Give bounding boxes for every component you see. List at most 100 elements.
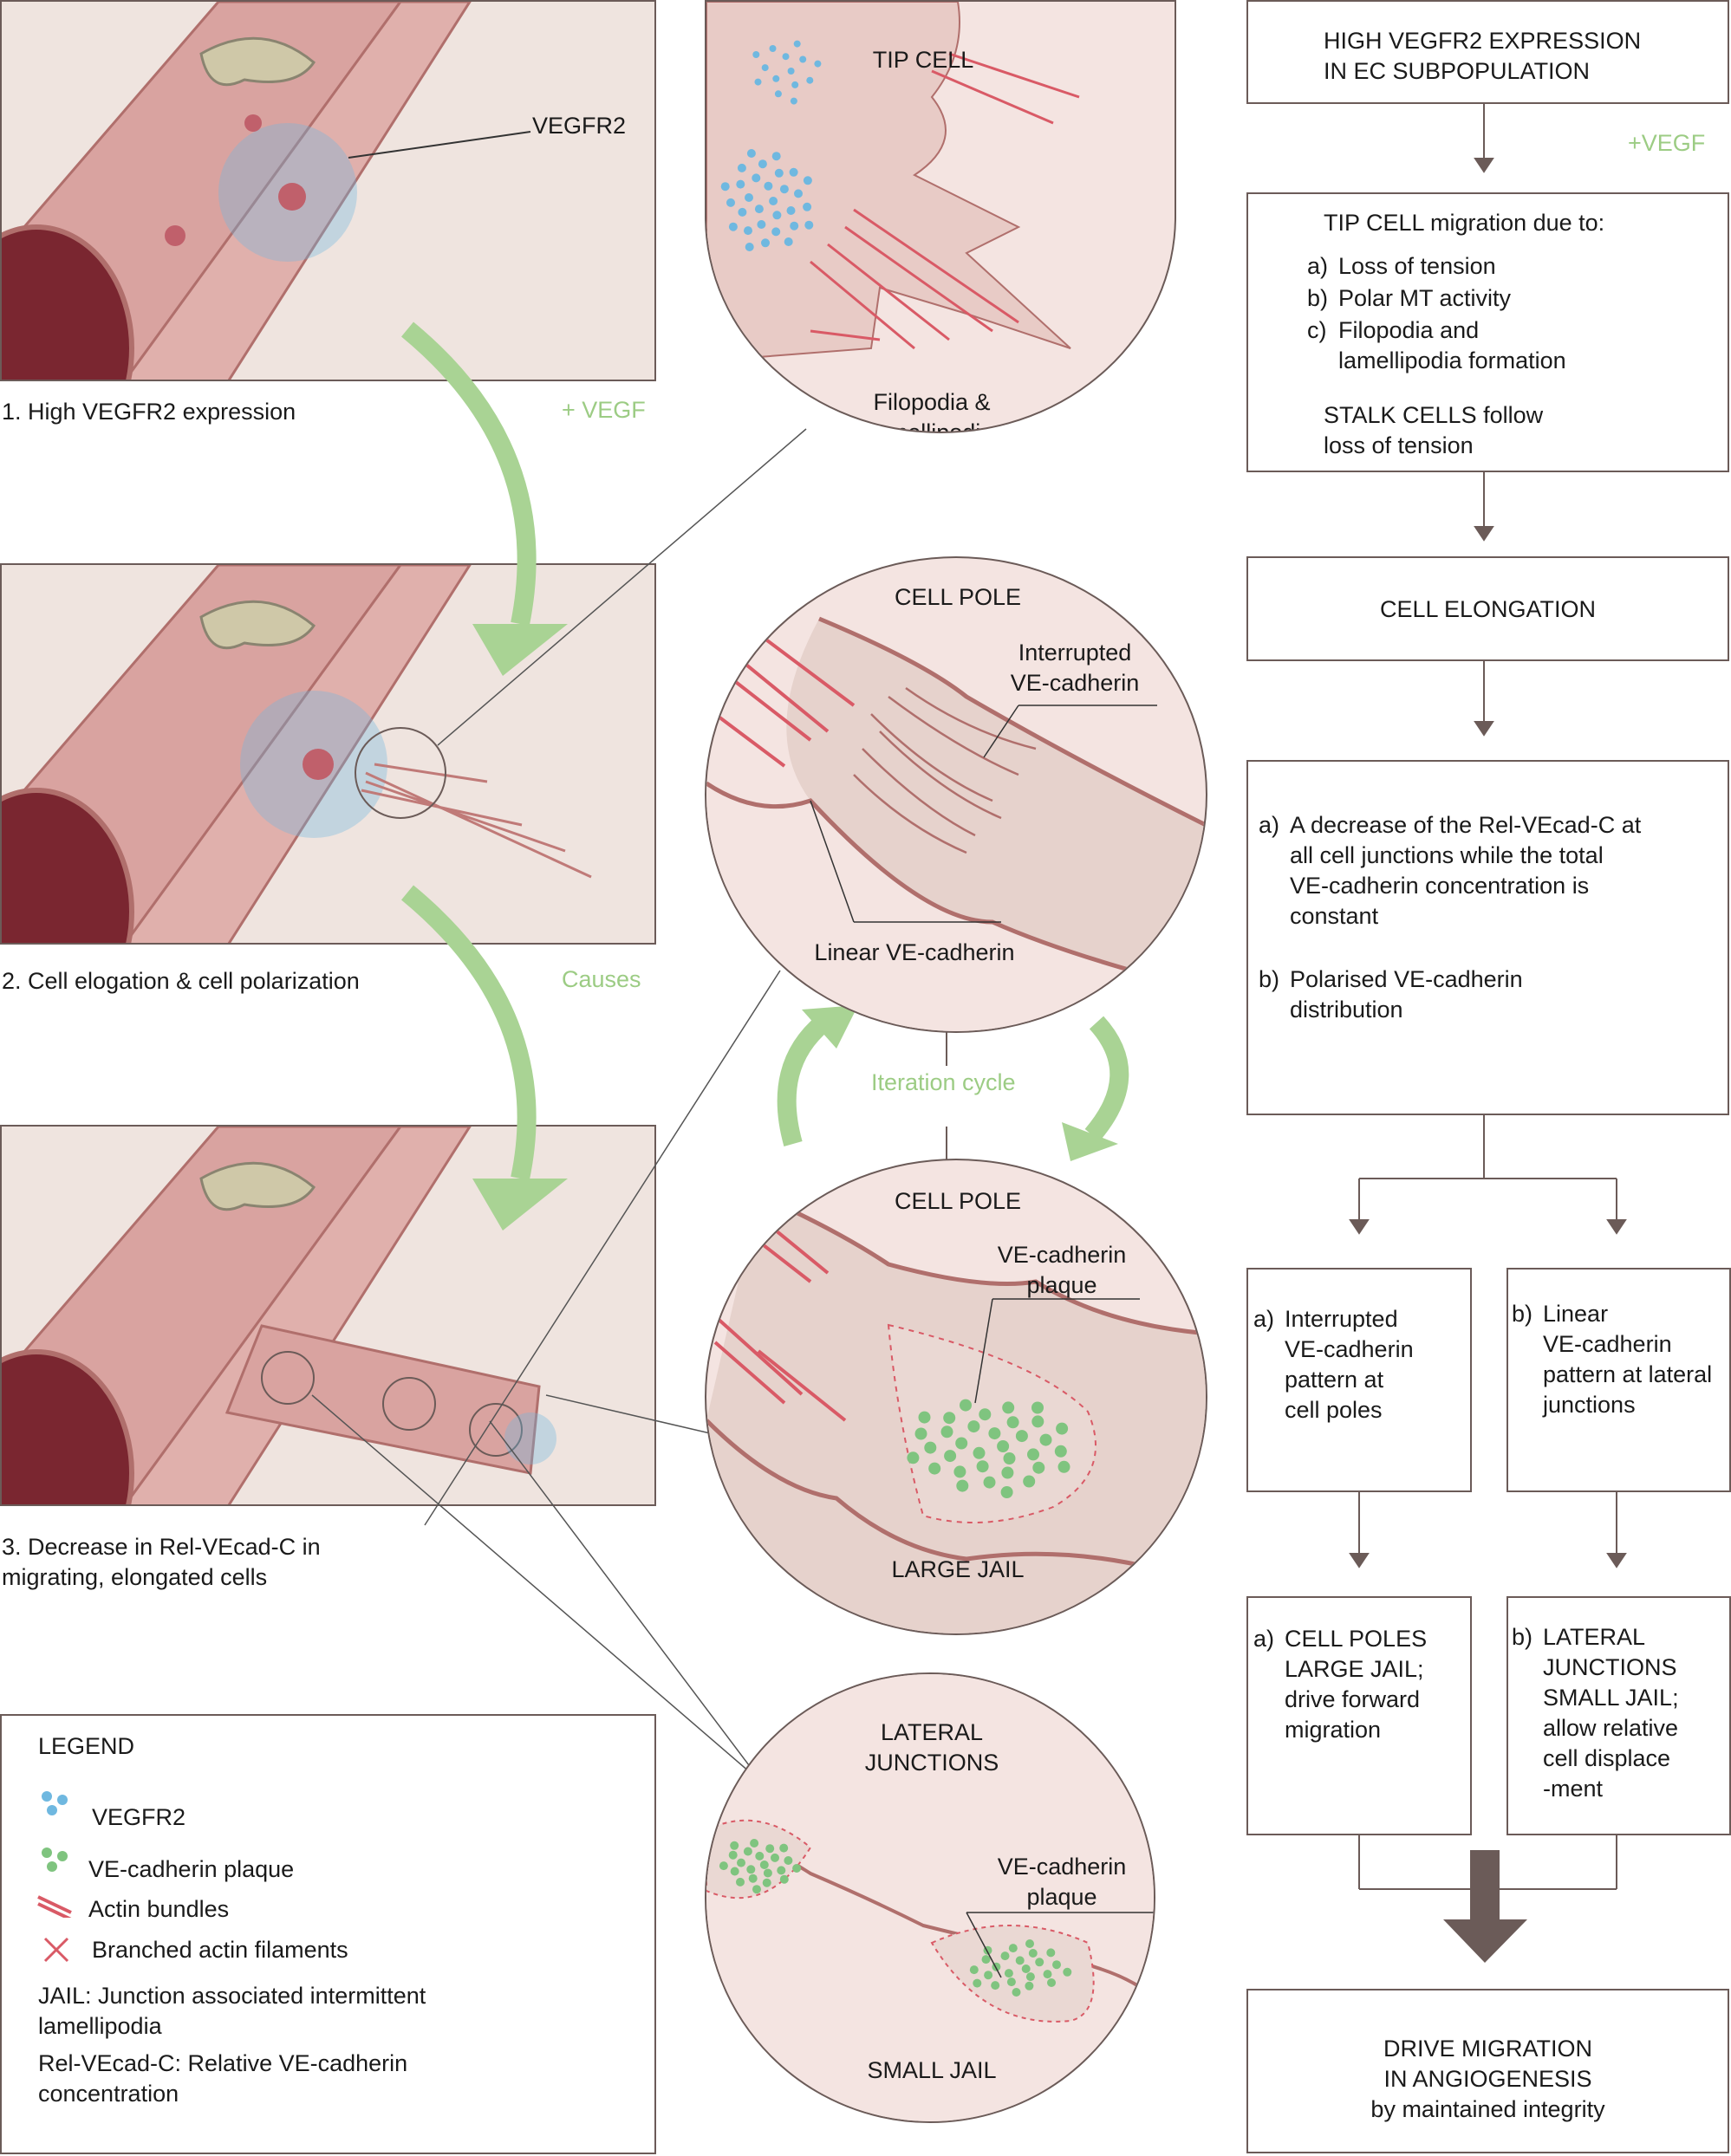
dot <box>1023 1475 1036 1488</box>
flow-box2-item-b: b)Polar MT activity <box>1307 285 1512 311</box>
dot <box>1015 1956 1025 1965</box>
dot <box>1043 1970 1052 1979</box>
pole1-linear-label: Linear VE-cadherin <box>814 939 1015 965</box>
dot <box>777 1866 786 1875</box>
flow-box7-text: DRIVE MIGRATION IN ANGIOGENESIS by maint… <box>1370 2036 1605 2122</box>
dot <box>779 1874 789 1884</box>
flow-box2-footer: STALK CELLS follow loss of tension <box>1324 402 1544 458</box>
dot <box>924 1441 937 1454</box>
actin-line <box>810 260 915 350</box>
flow-box-elongation: CELL ELONGATION <box>1246 556 1729 661</box>
legend-branched: Branched actin filaments <box>92 1937 348 1963</box>
flow-box-tip-migration: TIP CELL migration due to: a)Loss of ten… <box>1246 192 1729 472</box>
flow-box1-text: HIGH VEGFR2 EXPRESSION IN EC SUBPOPULATI… <box>1324 28 1642 84</box>
plaque-dots-icon <box>40 1846 75 1881</box>
dot <box>726 198 735 207</box>
dot <box>981 1955 991 1964</box>
dot <box>730 1867 739 1876</box>
dot <box>1054 1445 1067 1458</box>
dot <box>736 1877 745 1886</box>
dot <box>744 226 752 236</box>
dot <box>779 1843 789 1853</box>
panel2-caption: 2. Cell elogation & cell polarization <box>2 968 360 994</box>
dot <box>750 1839 759 1848</box>
dot <box>754 205 764 214</box>
panel3-caption: 3. Decrease in Rel-VEcad-C in migrating,… <box>2 1534 321 1590</box>
dot <box>1025 1981 1034 1990</box>
dot <box>772 75 780 82</box>
dot <box>761 238 770 248</box>
dot <box>973 1446 986 1459</box>
dot <box>1001 1466 1014 1479</box>
flow-box-rel-vecad: a)A decrease of the Rel-VEcad-C at all c… <box>1246 760 1729 1115</box>
dot <box>764 181 773 191</box>
dot <box>762 1878 771 1887</box>
dot <box>1063 1967 1072 1977</box>
actin-line <box>827 243 950 341</box>
dot <box>814 60 822 68</box>
dot <box>782 53 790 61</box>
dot <box>960 1399 972 1412</box>
legend-relvecad: Rel-VEcad-C: Relative VE-cadherin concen… <box>38 2050 408 2107</box>
dot <box>745 243 754 251</box>
pole2-caption: LARGE JAIL <box>891 1556 1025 1582</box>
dot <box>789 167 798 177</box>
dot <box>790 221 799 231</box>
dot <box>803 202 812 211</box>
dot <box>955 1437 968 1450</box>
flow-box4-item-b: b)Polarised VE-cadherin distribution <box>1259 966 1523 1023</box>
dot <box>984 1971 993 1980</box>
dot <box>991 1981 1000 1990</box>
actin-line <box>844 225 993 333</box>
dot <box>928 1462 941 1475</box>
dot <box>1028 1949 1038 1958</box>
vegfr2-dots-icon <box>40 1789 75 1825</box>
dot <box>1035 1958 1044 1967</box>
panel-cell-elongation <box>0 563 656 945</box>
dot <box>745 193 753 202</box>
iteration-label: Iteration cycle <box>871 1069 1016 1095</box>
dot <box>746 149 756 158</box>
dot <box>743 1847 752 1856</box>
flow-box-linear: b)Linear VE-cadherin pattern at lateral … <box>1506 1268 1731 1492</box>
dot <box>806 76 814 84</box>
dot <box>1027 1448 1039 1461</box>
dot <box>976 1460 989 1473</box>
dot <box>1002 1401 1015 1414</box>
dot <box>790 97 797 105</box>
actin-line <box>931 69 1054 125</box>
dot <box>752 173 761 183</box>
dot <box>1012 1988 1021 1997</box>
dot <box>1047 1978 1056 1987</box>
pole2-plaque-label: VE-cadherin plaque <box>997 1242 1127 1298</box>
actin-bundle-icon <box>36 1893 75 1925</box>
dot <box>1056 1422 1069 1435</box>
flow-box3-text: CELL ELONGATION <box>1379 596 1597 622</box>
dot <box>752 1885 761 1894</box>
dot <box>1039 1433 1052 1446</box>
dot <box>1031 1415 1044 1428</box>
dot <box>956 1479 969 1492</box>
dot <box>771 227 781 237</box>
dot <box>907 1451 920 1464</box>
flow-box-interrupted: a)Interrupted VE-cadherin pattern at cel… <box>1246 1268 1472 1492</box>
dot <box>736 179 745 189</box>
panel-high-vegfr2 <box>0 0 656 381</box>
dot <box>774 90 782 98</box>
flow-box2-item-c: c)Filopodia and lamellipodia formation <box>1307 317 1566 373</box>
dot <box>728 1850 738 1860</box>
dot <box>765 1844 775 1854</box>
dot <box>769 197 778 205</box>
flow-box-large-jail: a)CELL POLES LARGE JAIL; drive forward m… <box>1246 1596 1472 1835</box>
flow-box6a-text: a)CELL POLES LARGE JAIL; drive forward m… <box>1253 1626 1428 1743</box>
dot <box>771 152 781 161</box>
tip-caption: Filopodia & lamellipodia <box>869 389 994 433</box>
panel1-caption: 1. High VEGFR2 expression <box>2 399 296 425</box>
actin-line <box>810 329 881 341</box>
pole2-title: CELL POLE <box>894 1188 1022 1214</box>
dot <box>730 1841 739 1850</box>
dot <box>761 64 769 72</box>
legend-jail: JAIL: Junction associated intermittent l… <box>38 1983 426 2039</box>
legend-box: LEGEND VEGFR2 VE-cadherin plaque Actin b… <box>0 1714 656 2154</box>
circle-cell-pole-1: CELL POLE Interrupted VE-cadherin Linear… <box>705 556 1207 1033</box>
